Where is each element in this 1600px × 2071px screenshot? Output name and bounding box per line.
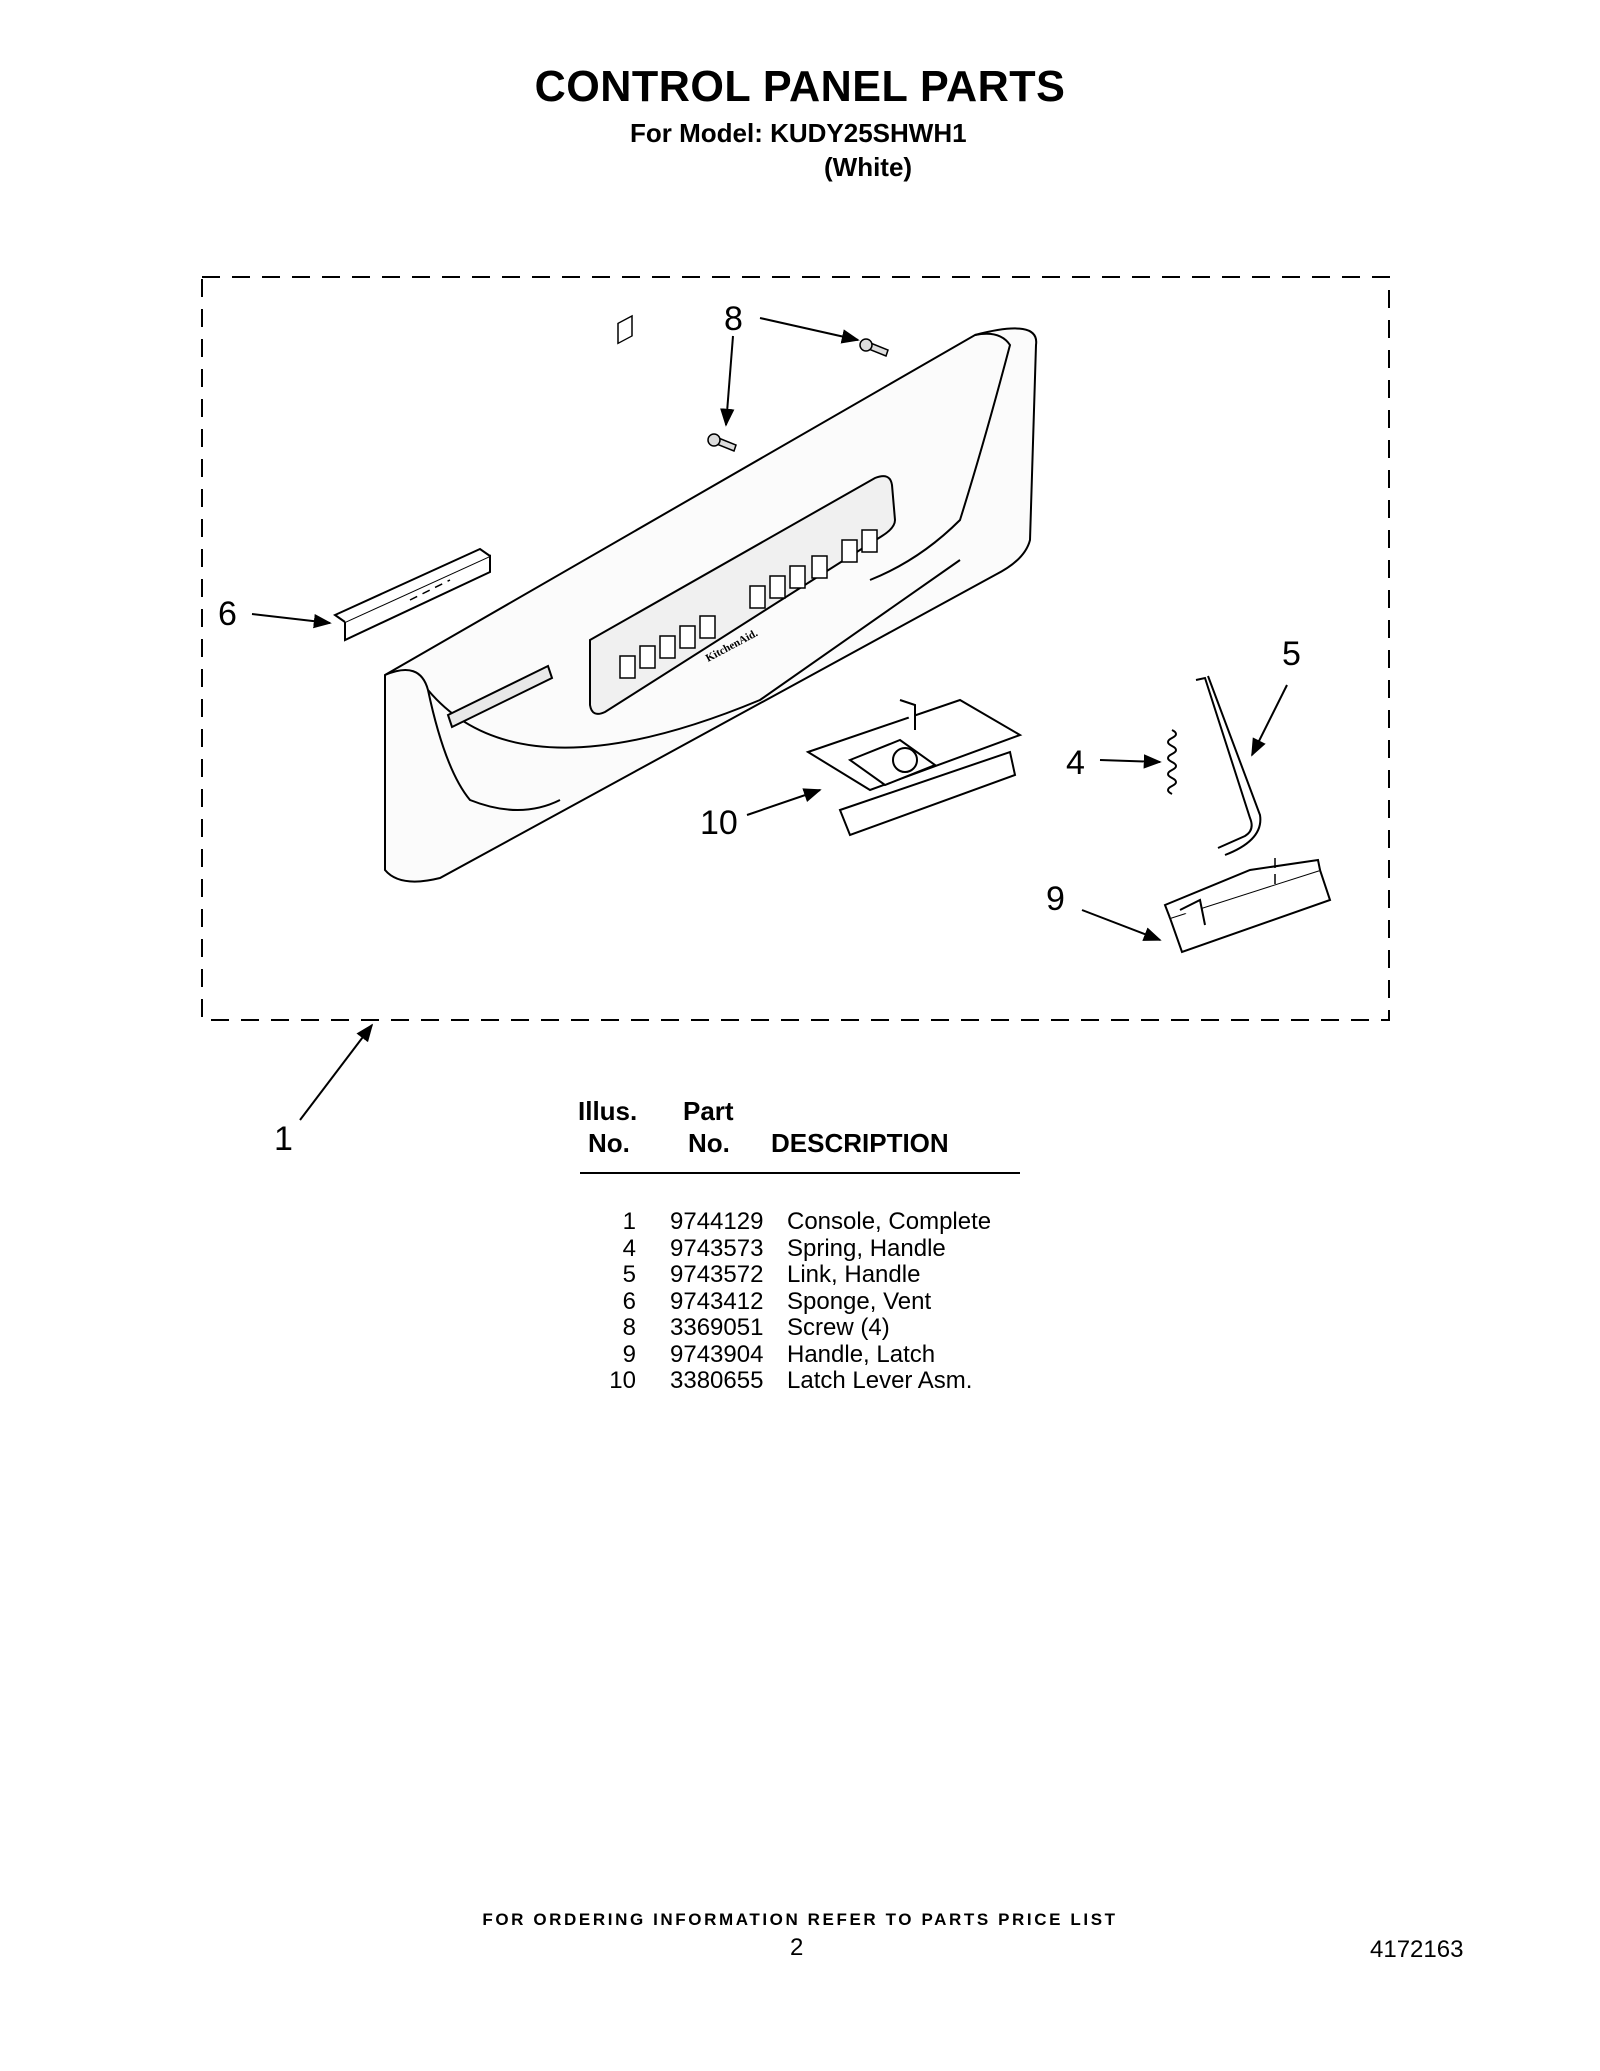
callout-5: 5 (1282, 635, 1301, 673)
part-description: Latch Lever Asm. (787, 1367, 973, 1394)
callout-9: 9 (1046, 880, 1065, 918)
part-number: 9743412 (670, 1287, 764, 1315)
button-row-left (619, 615, 716, 679)
part-number: 9743573 (670, 1234, 764, 1262)
callout-arrows (251, 317, 1288, 1121)
header-illus-bottom: No. (588, 1128, 630, 1158)
part-number: 3380655 (670, 1367, 764, 1394)
sponge-part (332, 547, 491, 642)
document-number: 4172163 (1370, 1936, 1464, 1963)
button-row-right (749, 529, 878, 609)
panel-buttons (617, 314, 633, 345)
part-description: Console, Complete (787, 1208, 992, 1235)
callout-10: 10 (700, 804, 738, 842)
page-number: 2 (790, 1934, 804, 1961)
part-number: 3369051 (670, 1314, 764, 1341)
header-description: DESCRIPTION (771, 1128, 949, 1158)
illus-number: 6 (622, 1287, 636, 1315)
header-illus-top: Illus. (578, 1096, 638, 1126)
illus-number: 1 (622, 1208, 636, 1235)
part-number: 9743904 (670, 1340, 764, 1368)
callout-1: 1 (274, 1120, 293, 1158)
part-number: 9743572 (670, 1261, 764, 1288)
callout-6: 6 (218, 595, 237, 633)
spring-part (1167, 729, 1177, 795)
page-title: CONTROL PANEL PARTS (534, 62, 1066, 111)
model-line: For Model: KUDY25SHWH1 (630, 118, 967, 148)
screw-parts (707, 338, 889, 452)
part-description: Handle, Latch (787, 1340, 936, 1368)
table-header-rule (580, 1172, 1020, 1174)
color-line: (White) (824, 152, 913, 182)
callout-8: 8 (724, 300, 743, 338)
link-rod-part (1195, 675, 1262, 856)
illus-number: 10 (609, 1367, 636, 1394)
callout-4: 4 (1066, 744, 1085, 782)
part-description: Sponge, Vent (787, 1287, 932, 1315)
illus-number: 9 (622, 1340, 636, 1368)
assembly-boundary (201, 276, 1390, 1021)
part-number: 9744129 (670, 1208, 764, 1235)
illus-number: 8 (622, 1314, 636, 1341)
ordering-note: FOR ORDERING INFORMATION REFER TO PARTS … (482, 1910, 1118, 1929)
control-panel-exploded-diagram: KitchenAid. (201, 276, 1390, 1158)
illus-number: 5 (622, 1261, 636, 1288)
latch-lever-part (805, 698, 1023, 837)
header-part-top: Part (683, 1096, 734, 1126)
part-description: Link, Handle (787, 1261, 921, 1288)
header-part-bottom: No. (688, 1128, 730, 1158)
illus-number: 4 (622, 1234, 636, 1262)
part-description: Screw (4) (787, 1314, 890, 1341)
part-description: Spring, Handle (787, 1234, 946, 1262)
handle-latch-part (1163, 858, 1332, 954)
